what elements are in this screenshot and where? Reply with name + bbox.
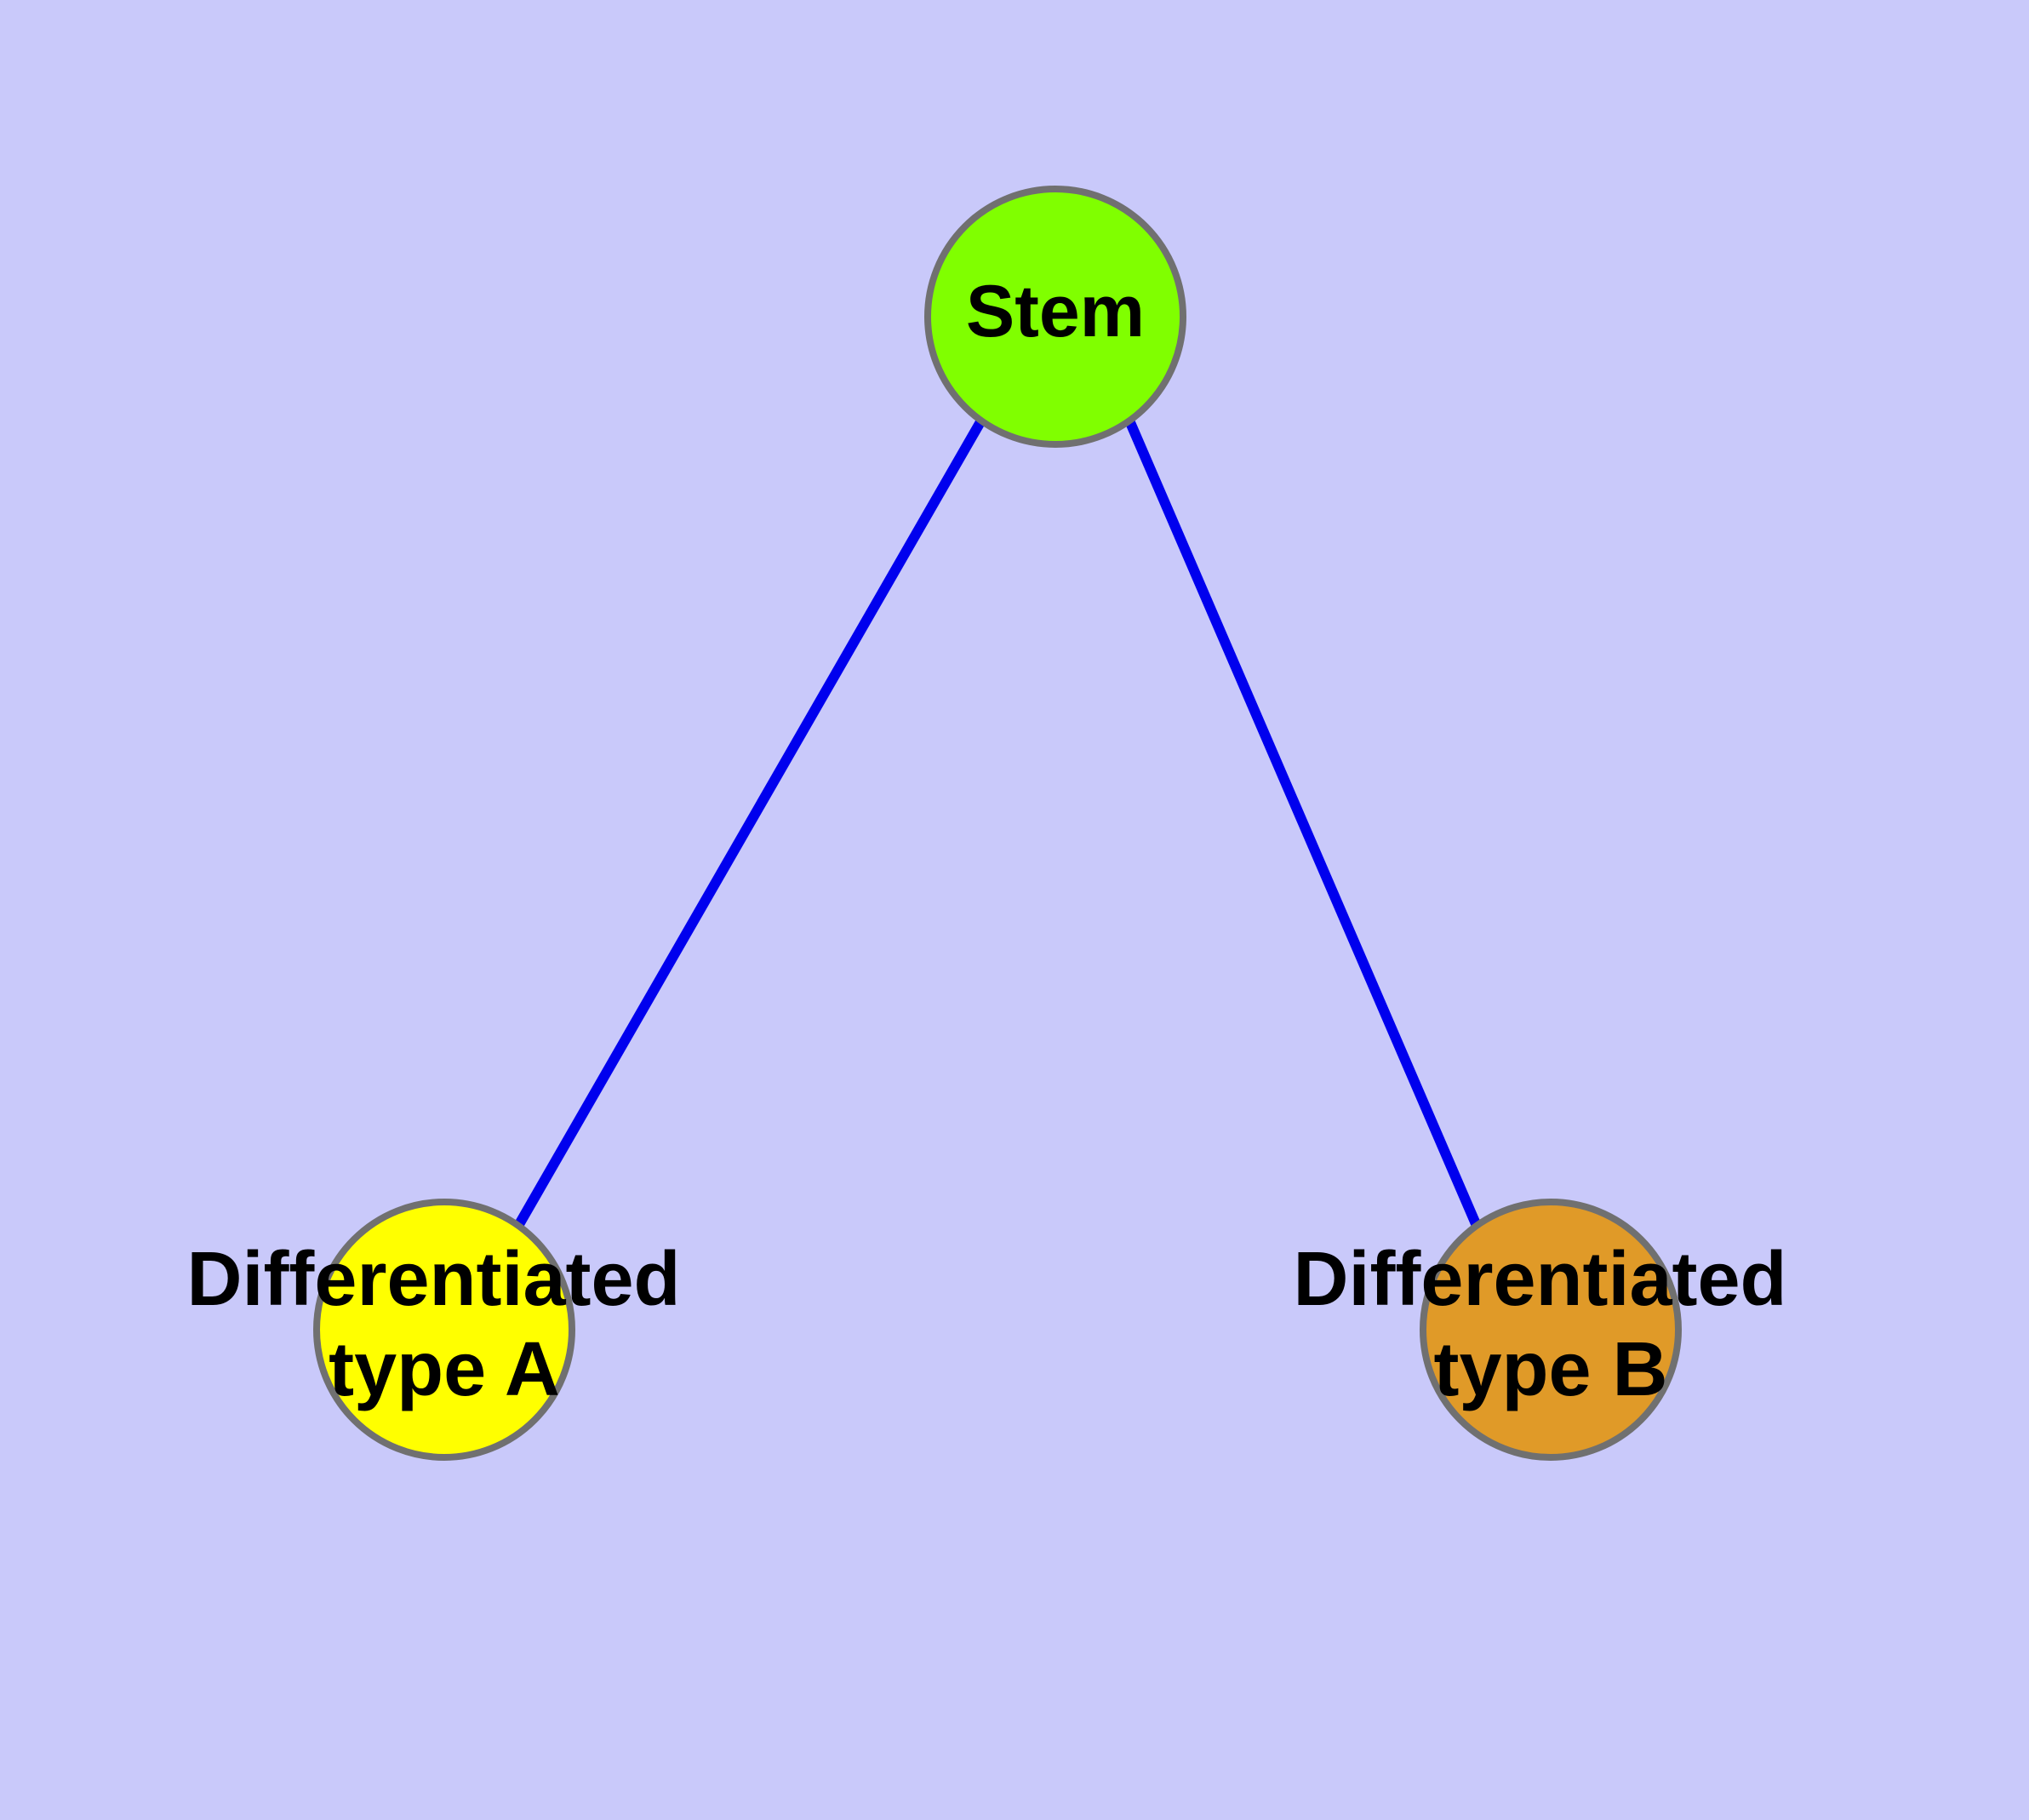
- differentiated-type-a-label-line-2: type A: [329, 1327, 560, 1412]
- stem-node-circle[interactable]: [924, 186, 1186, 448]
- differentiated-type-b-node-label: Differentiated type B: [1293, 1237, 1808, 1412]
- edge-stem-to-differentiated-type-b[interactable]: [1124, 418, 1482, 1228]
- differentiated-type-b-node-circle[interactable]: [1420, 1199, 1682, 1461]
- node-layer: Stem Differentiated type A Differentiate…: [186, 186, 1808, 1461]
- stem-node-label-line-1: Stem: [966, 271, 1145, 352]
- differentiated-type-b-label-line-2: type B: [1433, 1327, 1667, 1412]
- differentiated-type-a-node-circle[interactable]: [313, 1199, 575, 1461]
- stem-node-label: Stem: [966, 271, 1145, 352]
- node-differentiated-type-b[interactable]: Differentiated type B: [1293, 1199, 1808, 1461]
- node-stem[interactable]: Stem: [924, 186, 1186, 448]
- differentiated-type-b-label-line-1: Differentiated: [1293, 1237, 1786, 1322]
- differentiated-type-a-node-label: Differentiated type A: [186, 1237, 701, 1412]
- differentiated-type-a-label-line-1: Differentiated: [186, 1237, 680, 1322]
- node-differentiated-type-a[interactable]: Differentiated type A: [186, 1199, 701, 1461]
- edge-layer: [513, 418, 1482, 1228]
- edge-stem-to-differentiated-type-a[interactable]: [513, 418, 986, 1228]
